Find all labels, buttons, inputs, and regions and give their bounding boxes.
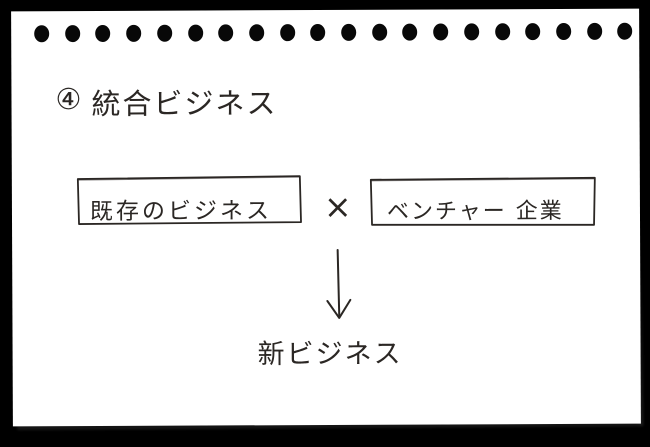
paper-surface: ④ 統合ビジネス — [11, 9, 641, 427]
result-new-business-label: 新ビジネス — [257, 338, 403, 371]
multiply-operator: × — [323, 186, 352, 227]
box-existing-business-label: 既存のビジネス — [89, 198, 273, 226]
downward-arrow-glyph — [326, 248, 352, 319]
handdrawn-ink-layer — [76, 175, 596, 319]
box-venture-company-label: ベンチャー 企業 — [386, 198, 564, 225]
box-venture-company-outline — [369, 176, 596, 226]
box-existing-business-outline — [76, 175, 302, 225]
notepad-paper: ④ 統合ビジネス — [11, 8, 641, 427]
